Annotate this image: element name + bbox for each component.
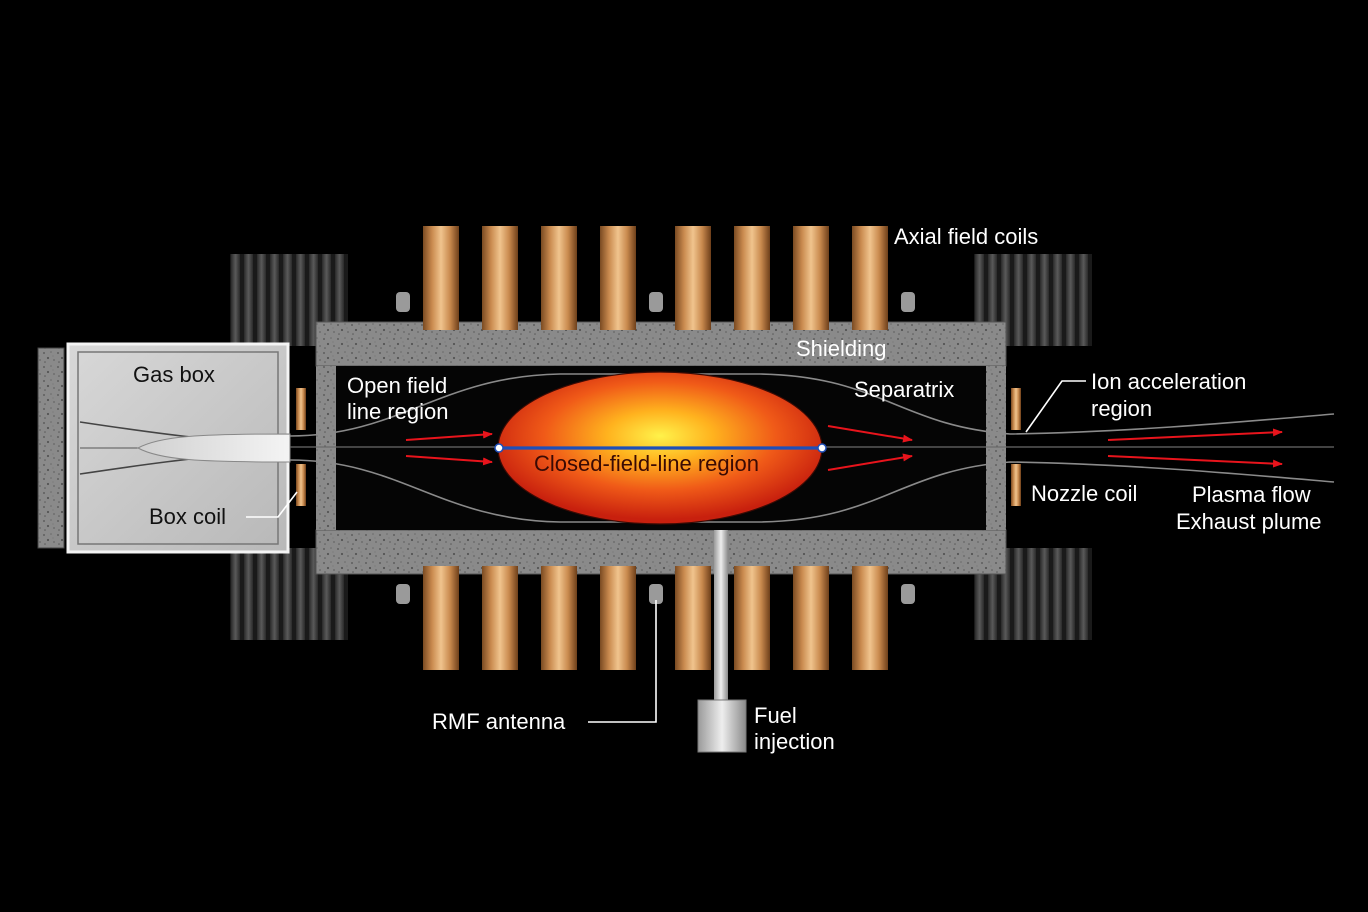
label-exhaust-plume: Exhaust plume — [1176, 509, 1322, 534]
fin — [270, 254, 279, 346]
label-closed-field-line: Closed-field-line region — [534, 451, 759, 476]
box-coil — [296, 388, 306, 506]
plasma-flow-arrows — [405, 425, 1283, 471]
label-plasma-flow: Plasma flow — [1192, 482, 1311, 507]
label-gas-box: Gas box — [133, 362, 215, 387]
fin — [309, 548, 318, 640]
fin — [257, 254, 266, 346]
fin — [975, 548, 984, 640]
axial-coil-top-3 — [541, 226, 577, 330]
fin — [988, 254, 997, 346]
rmf-antenna-leader — [588, 600, 657, 723]
fin — [335, 254, 344, 346]
fin — [296, 548, 305, 640]
fin — [231, 548, 240, 640]
fin — [1066, 548, 1075, 640]
fin — [322, 548, 331, 640]
label-open-field-2: line region — [347, 399, 449, 424]
axial-coil-top-7 — [793, 226, 829, 330]
fin — [1040, 548, 1049, 640]
axial-coil-top-5 — [675, 226, 711, 330]
axial-coil-top-4 — [600, 226, 636, 330]
label-separatrix: Separatrix — [854, 377, 954, 402]
label-ion-accel-2: region — [1091, 396, 1152, 421]
fin — [1014, 548, 1023, 640]
label-axial-field-coils: Axial field coils — [894, 224, 1038, 249]
fin — [283, 254, 292, 346]
fin — [283, 548, 292, 640]
fin — [270, 548, 279, 640]
box-coil-leader — [246, 491, 298, 518]
fuel-injection-pipe — [697, 530, 747, 753]
separatrix-axis — [494, 443, 827, 453]
axial-coil-bottom-5 — [675, 566, 711, 670]
fin — [335, 548, 344, 640]
fin — [1001, 254, 1010, 346]
fin-block-left-top — [230, 254, 348, 346]
ion-accel-leader — [1025, 380, 1086, 433]
axial-coil-top-8 — [852, 226, 888, 330]
fin — [1053, 254, 1062, 346]
label-ion-accel-1: Ion acceleration — [1091, 369, 1246, 394]
gas-box — [37, 342, 291, 554]
label-fuel-2: injection — [754, 729, 835, 754]
fin — [1079, 548, 1088, 640]
fin — [322, 254, 331, 346]
rmf-antenna-elements — [396, 292, 915, 604]
fin — [1066, 254, 1075, 346]
label-nozzle-coil: Nozzle coil — [1031, 481, 1137, 506]
nozzle-coil — [1011, 388, 1021, 506]
fin — [309, 254, 318, 346]
axial-coil-top-6 — [734, 226, 770, 330]
axial-coil-bottom-8 — [852, 566, 888, 670]
fin — [1053, 548, 1062, 640]
fin — [1001, 548, 1010, 640]
label-shielding: Shielding — [796, 336, 887, 361]
label-fuel-1: Fuel — [754, 703, 797, 728]
axial-coil-bottom-1 — [423, 566, 459, 670]
axial-coil-top-1 — [423, 226, 459, 330]
axial-coil-bottom-4 — [600, 566, 636, 670]
fin — [1014, 254, 1023, 346]
axial-coil-bottom-2 — [482, 566, 518, 670]
fin-block-left-bottom — [230, 548, 348, 640]
fin — [231, 254, 240, 346]
label-box-coil: Box coil — [149, 504, 226, 529]
fin — [257, 548, 266, 640]
label-rmf-antenna: RMF antenna — [432, 709, 566, 734]
fin — [1027, 254, 1036, 346]
fin — [1079, 254, 1088, 346]
fin — [988, 548, 997, 640]
fin — [1027, 548, 1036, 640]
fin — [296, 254, 305, 346]
fin — [1040, 254, 1049, 346]
axial-coil-top-2 — [482, 226, 518, 330]
fin — [244, 548, 253, 640]
fin — [975, 254, 984, 346]
axial-coil-bottom-6 — [734, 566, 770, 670]
axial-field-coils — [423, 226, 888, 670]
fin — [244, 254, 253, 346]
label-open-field-1: Open field — [347, 373, 447, 398]
axial-coil-bottom-3 — [541, 566, 577, 670]
axial-coil-bottom-7 — [793, 566, 829, 670]
